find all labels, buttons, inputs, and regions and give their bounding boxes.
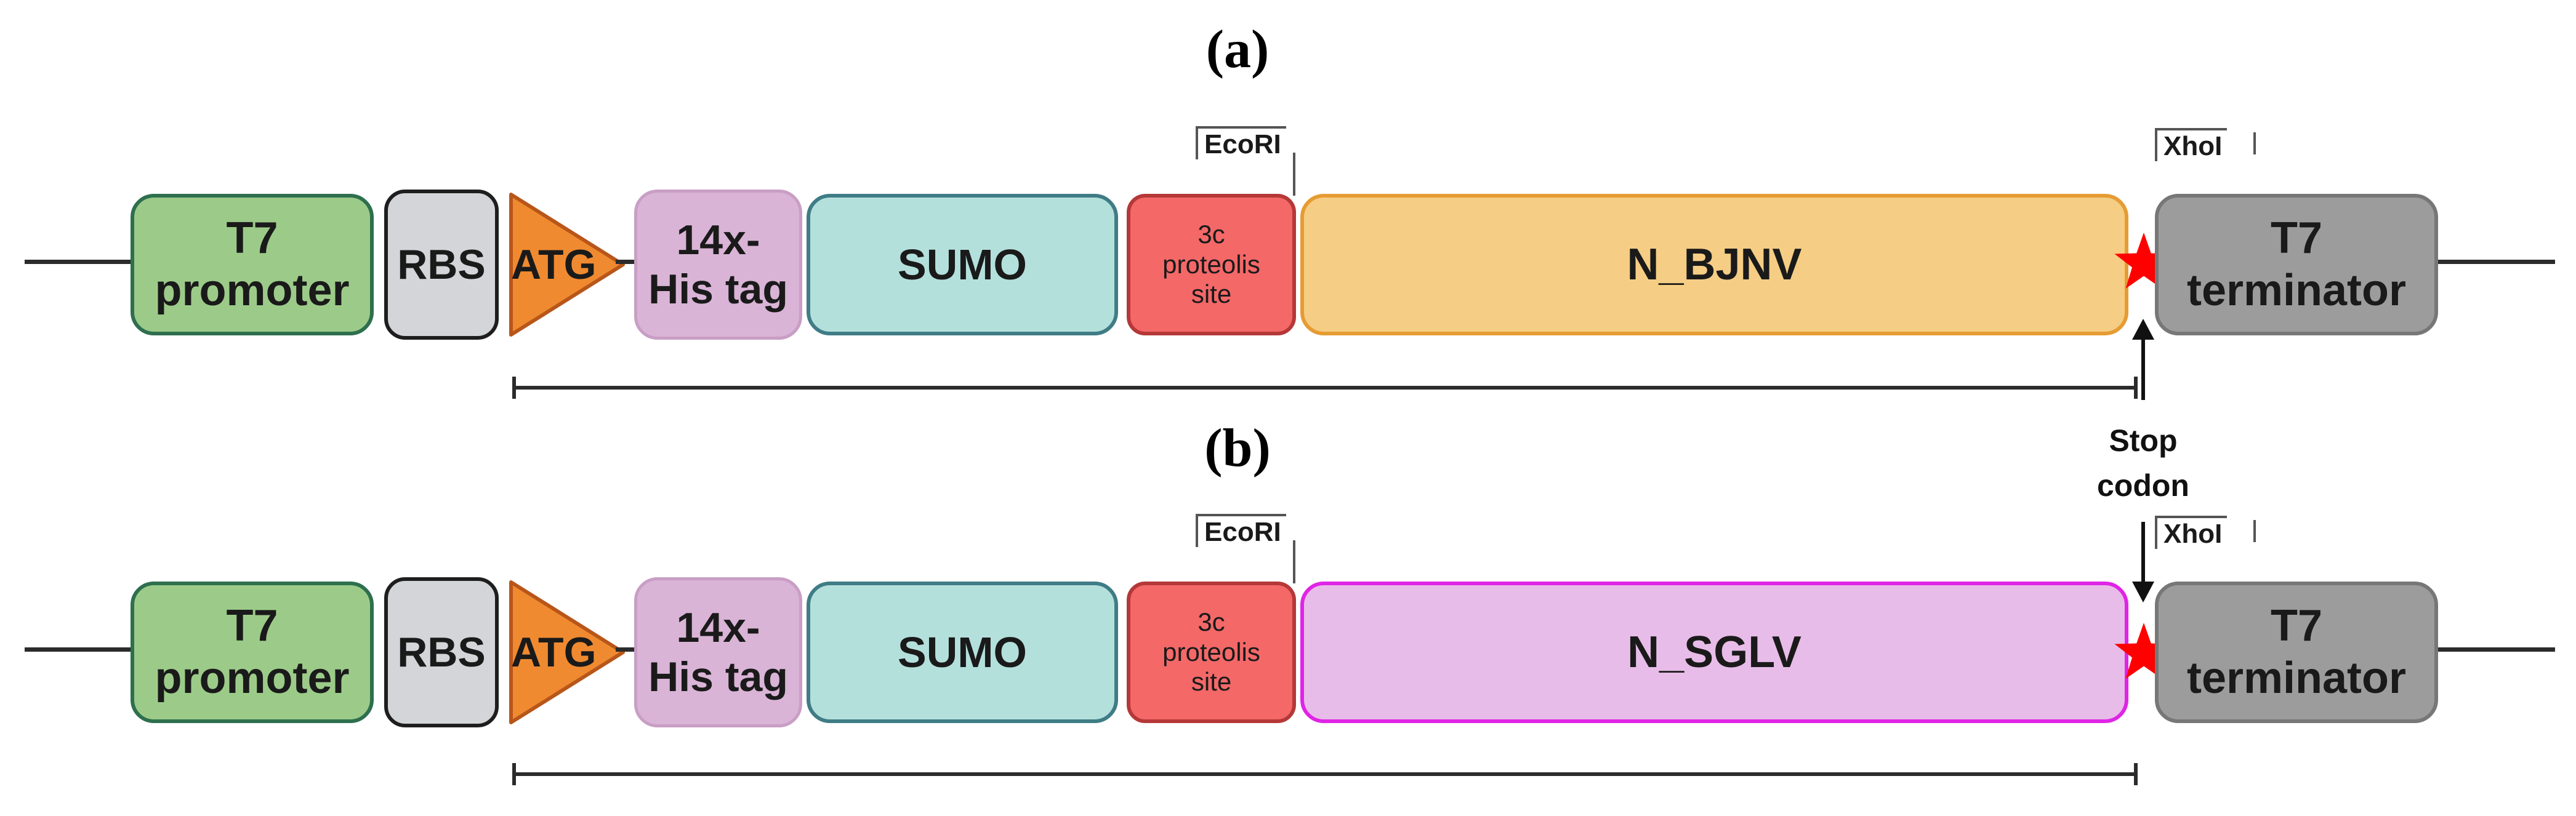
insert-span-right-cap-b [2134,763,2138,785]
atg-start-codon-b: ATG [509,580,626,725]
ecori-site-a: EcoRI [1196,126,1286,160]
xhoi-label: XhoI [2163,131,2223,161]
t7-terminator-a: T7 terminator [2155,194,2438,335]
xhoi-site-a: XhoI [2155,128,2228,162]
t7-terminator-label-line2: terminator [2186,266,2407,315]
his-tag-a: 14x- His tag [634,190,802,340]
t7-promoter-b: T7 promoter [131,582,374,723]
stop-star-icon-a [2114,233,2173,289]
gene-n-sglv: N_SGLV [1300,582,2128,723]
rbs-a: RBS [384,190,499,340]
panel-a-label: (a) [1205,20,1270,79]
stop-codon-label: Stop codon [2063,418,2223,508]
ecori-label: EcoRI [1204,517,1281,547]
insert-span-line-a [512,386,2138,390]
insert-span-right-cap-a [2134,377,2138,399]
gene-label: N_SGLV [1627,628,1801,677]
sumo-a: SUMO [807,194,1118,335]
dna-backbone-left-a [25,260,139,264]
dna-backbone-left-b [25,647,139,652]
t7-promoter-a: T7 promoter [131,194,374,335]
protease-label-line2: proteolis [1162,249,1260,279]
stop-arrow-up-shaft [2141,338,2145,400]
rbs-label: RBS [397,241,486,288]
t7-terminator-b: T7 terminator [2155,582,2438,723]
gene-label: N_BJNV [1627,240,1802,289]
atg-triangle-shape [509,193,625,337]
stop-codon-line2: codon [2097,468,2189,503]
dna-linker-b [616,647,640,652]
rbs-label: RBS [397,629,486,676]
his-tag-b: 14x- His tag [634,577,802,727]
sumo-label: SUMO [898,241,1027,289]
t7-promoter-label-line2: promoter [155,266,350,315]
atg-label: ATG [511,629,597,676]
stop-arrow-up-head [2132,319,2154,340]
stop-star-icon-b [2114,623,2173,679]
stop-arrow-down-head [2132,582,2154,602]
gene-n-bjnv: N_BJNV [1300,194,2128,335]
t7-terminator-label-line1: T7 [2270,214,2323,263]
atg-start-codon-a: ATG [509,192,626,337]
sumo-b: SUMO [807,582,1118,723]
t7-promoter-label-line1: T7 [226,214,278,263]
xhoi-cut-marker-b [2253,520,2256,542]
panel-b-label: (b) [1204,418,1271,478]
protease-label-line1: 3c [1197,219,1225,249]
protease-site-b: 3c proteolis site [1127,582,1296,723]
dna-backbone-right-a [2438,260,2555,264]
his-tag-label-line1: 14x- [676,604,760,651]
xhoi-label: XhoI [2163,519,2223,549]
xhoi-site-b: XhoI [2155,516,2228,550]
dna-backbone-right-b [2438,647,2555,652]
protease-label-line1: 3c [1197,607,1225,636]
his-tag-label-line2: His tag [648,654,788,700]
t7-terminator-label-line2: terminator [2186,654,2407,703]
atg-triangle-shape [509,580,625,724]
t7-promoter-label-line1: T7 [226,601,278,651]
protease-label-line3: site [1191,667,1232,697]
xhoi-cut-marker-a [2253,132,2256,154]
ecori-site-b: EcoRI [1196,514,1286,548]
stop-arrow-down-shaft [2141,522,2145,583]
insert-span-line-b [512,772,2138,776]
protease-label-line3: site [1191,279,1232,309]
ecori-cut-marker-a [1293,153,1295,196]
ecori-label: EcoRI [1204,129,1281,159]
atg-label: ATG [511,241,597,288]
his-tag-label-line1: 14x- [676,216,760,263]
protease-site-a: 3c proteolis site [1127,194,1296,335]
stop-codon-line1: Stop [2109,423,2178,458]
t7-promoter-label-line2: promoter [155,654,350,703]
t7-terminator-label-line1: T7 [2270,601,2323,651]
dna-linker-a [616,260,640,264]
his-tag-label-line2: His tag [648,266,788,313]
ecori-cut-marker-b [1293,540,1295,583]
rbs-b: RBS [384,577,499,727]
protease-label-line2: proteolis [1162,637,1260,666]
sumo-label: SUMO [898,628,1027,676]
